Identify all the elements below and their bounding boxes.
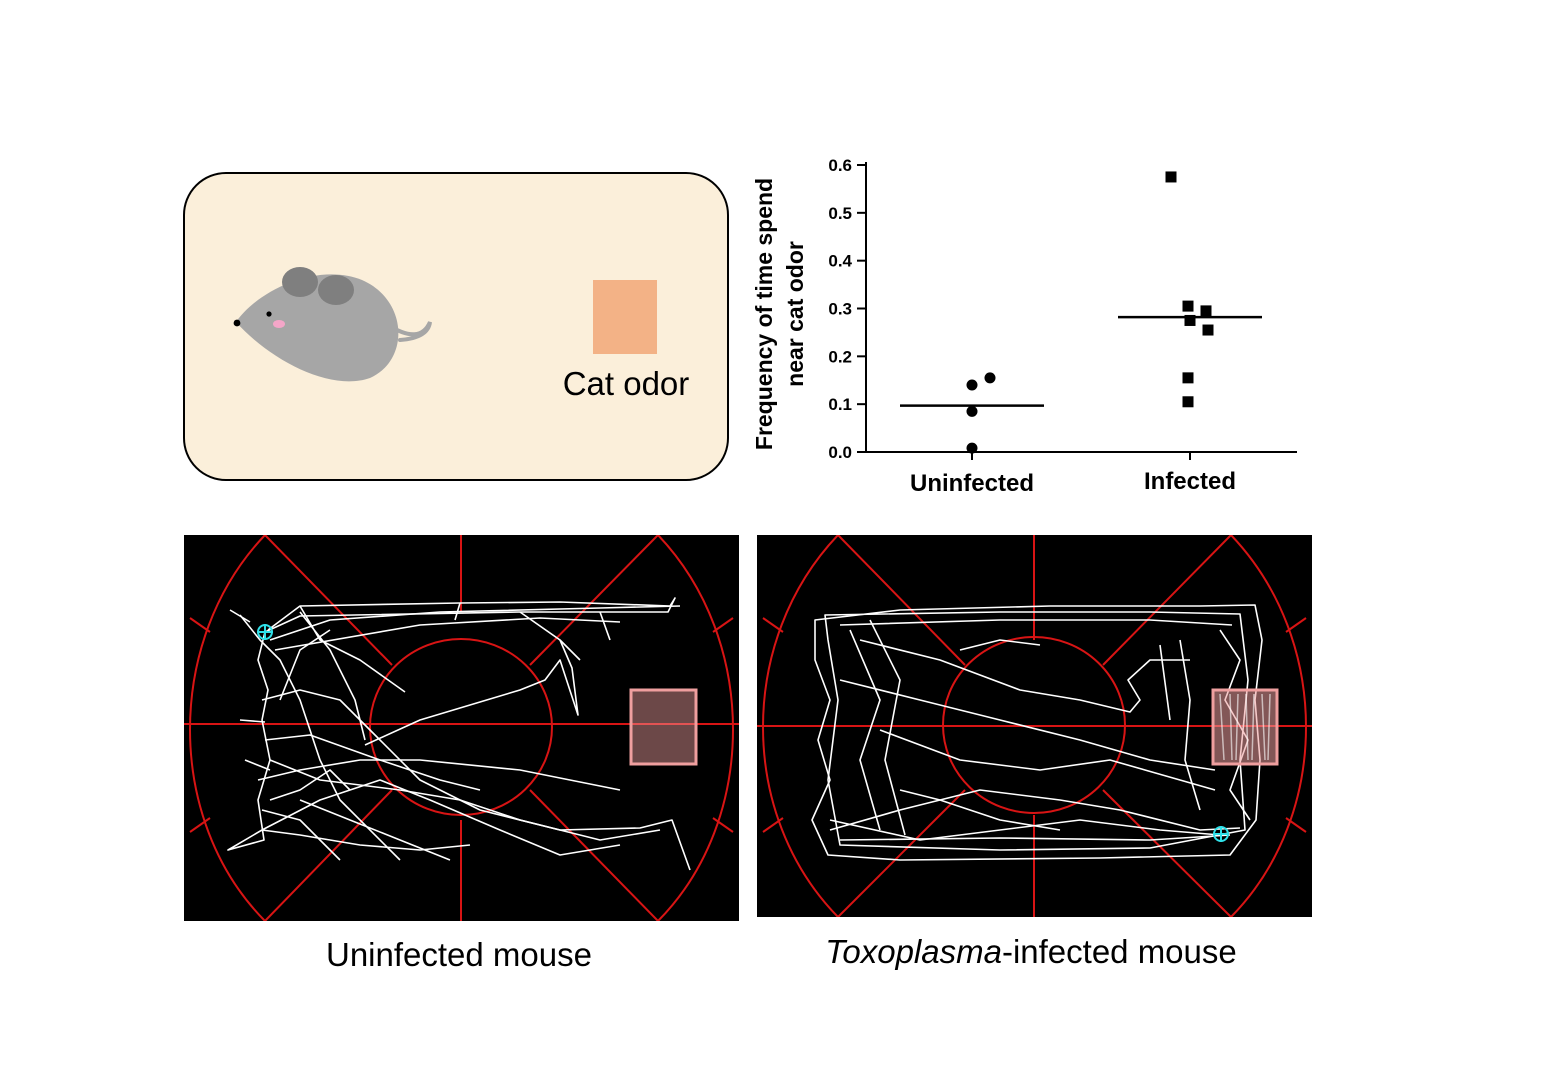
data-point: [1182, 372, 1194, 384]
x-tick-label: Infected: [1144, 468, 1236, 495]
data-point: [1200, 305, 1212, 317]
data-points: [966, 171, 1214, 454]
movement-track: [227, 597, 691, 871]
x-ticks: Uninfected Infected: [910, 452, 1236, 497]
caption-infected: Toxoplasma-infected mouse: [825, 933, 1237, 970]
data-point: [1202, 324, 1214, 336]
y-tick-label: 0.4: [828, 252, 852, 271]
x-tick-label: Uninfected: [910, 470, 1034, 497]
track-panel-uninfected: [184, 535, 739, 921]
data-point: [966, 379, 978, 391]
y-tick-label: 0.0: [828, 443, 852, 462]
caption-infected-italic: Toxoplasma: [825, 933, 1002, 970]
data-point: [966, 405, 978, 417]
y-tick-label: 0.5: [828, 204, 852, 223]
caption-infected-rest: -infected mouse: [1002, 933, 1237, 970]
movement-track: [811, 604, 1263, 861]
data-point: [1182, 300, 1194, 312]
mouse-icon: [233, 267, 432, 382]
data-point: [1182, 396, 1194, 408]
y-tick-label: 0.1: [828, 395, 852, 414]
cat-odor-patch: [593, 280, 657, 354]
y-tick-label: 0.6: [828, 156, 852, 175]
y-tick-label: 0.3: [828, 300, 852, 319]
arena-schematic: Cat odor: [183, 172, 729, 481]
zone-grid: [184, 535, 739, 921]
start-marker: [257, 624, 273, 640]
track-panel-infected: [757, 535, 1312, 917]
zone-grid: [757, 535, 1312, 917]
cat-odor-label: Cat odor: [563, 365, 690, 402]
odor-zone: [629, 688, 698, 766]
odor-zone: [1211, 688, 1279, 766]
start-marker: [1213, 826, 1229, 842]
y-tick-label: 0.2: [828, 347, 852, 366]
y-axis-label-line2: near cat odor: [782, 241, 808, 387]
data-point: [1184, 314, 1196, 326]
caption-uninfected: Uninfected mouse: [326, 936, 592, 973]
data-point: [966, 442, 978, 454]
y-ticks: 0.0 0.1 0.2 0.3 0.4 0.5 0.6: [828, 156, 866, 462]
data-point: [984, 372, 996, 384]
y-axis-label-line1: Frequency of time spend: [751, 178, 777, 450]
scatter-chart: Frequency of time spend near cat odor 0.…: [751, 156, 1297, 497]
data-point: [1165, 171, 1177, 183]
arena-box: [183, 172, 729, 481]
